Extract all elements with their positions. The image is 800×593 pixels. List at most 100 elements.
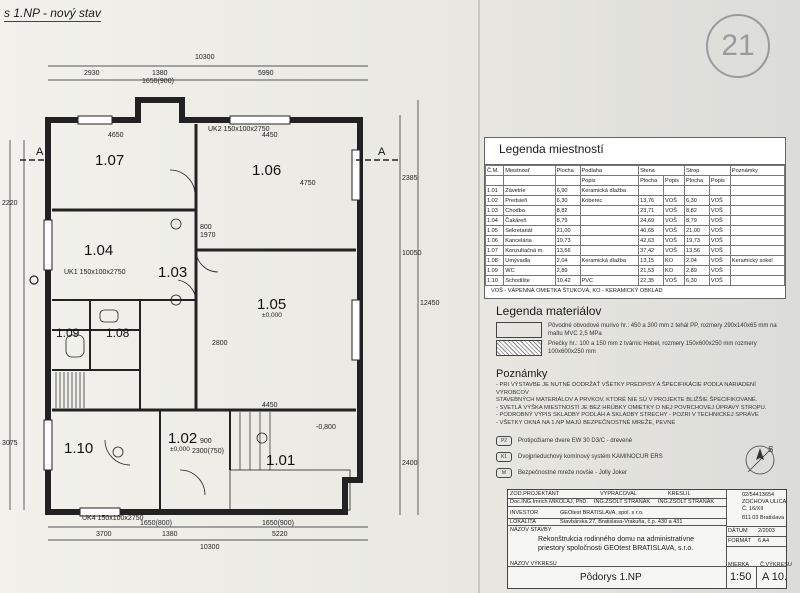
tb-vykres: Pôdorys 1.NP: [580, 572, 642, 583]
table-cell: [579, 205, 640, 216]
table-cell: Konzultačná m.: [503, 245, 556, 256]
symbol-text: Dvojprieduchový komínový systém KAMINOCU…: [518, 454, 663, 460]
symbol-text: Bezpečnostné mreže novšie - Jolly Joker: [518, 470, 628, 476]
room-1-05-level: ±0,000: [262, 312, 282, 319]
tb-investor-label: INVESTOR: [510, 510, 539, 516]
dim-bottom-e: 1650(900): [262, 520, 294, 527]
room-legend-note: VOŠ - VÁPENNÁ OMIETKA ŠTUKOVÁ, KO - KERA…: [491, 288, 663, 294]
table-cell: 1.05: [484, 225, 505, 236]
material-row: Pôvodné obvodové murivo hr.: 450 a 300 m…: [496, 322, 784, 338]
table-cell: VOŠ: [708, 195, 731, 206]
table-cell: VOŠ: [708, 235, 731, 246]
dim-left-a: 3075: [2, 440, 18, 447]
tb-street: ZOCHOVA ULICA: [742, 499, 787, 505]
tb-investor: GEOtest BRATISLAVA, spol. s r.o.: [560, 510, 644, 516]
table-cell: 1.09: [484, 265, 505, 276]
dim-top-d: 1650(900): [142, 78, 174, 85]
notes-title: Poznámky: [496, 368, 548, 380]
svg-text:S: S: [768, 445, 773, 454]
table-cell: Umývadla: [503, 255, 556, 266]
door-dim-b: 1970: [200, 232, 216, 239]
table-cell: [729, 185, 786, 196]
grille-icon: M: [496, 468, 512, 478]
header-cell: Stena: [638, 165, 686, 176]
table-cell: 8,82: [554, 205, 581, 216]
table-cell: Keramická dlažba: [579, 185, 640, 196]
notes-section: Poznámky - PRI VÝSTAVBE JE NUTNÉ DODRŽAŤ…: [496, 368, 786, 427]
table-cell: 22,35: [638, 275, 665, 286]
table-cell: 1.06: [484, 235, 505, 246]
dim-r105-h: 2800: [212, 340, 228, 347]
note-line: - PRI VÝSTAVBE JE NUTNÉ DODRŽAŤ VŠETKY P…: [496, 382, 756, 396]
symbol-fire-door: P2 Protipožiarne dvere EW 30 D3/C - dreve…: [496, 436, 632, 446]
note-line: STAVEBNÝCH MATERIÁLOV A PRVKOV, KTORÉ NI…: [496, 397, 758, 403]
chimney-icon: K1: [496, 452, 512, 462]
table-cell: VOŠ: [663, 275, 686, 286]
table-cell: 1.03: [484, 205, 505, 216]
tb-lokalita: Stavbárska 27, Bratislava-Vrakuňa, č.p. …: [560, 519, 683, 525]
table-cell: VOŠ: [708, 215, 731, 226]
dim-bottom-c: 5220: [272, 531, 288, 538]
tb-vypracoval: ING.ZSOLT STRAŇÁK: [594, 499, 651, 505]
note-line: - SVETLÁ VÝŠKA MIESTNOSTÍ JE BEZ HRÚBKY …: [496, 404, 767, 411]
table-cell: KO: [663, 265, 686, 276]
century21-logo: 21: [706, 14, 770, 78]
table-cell: Predsieň: [503, 195, 556, 206]
table-cell: 19,73: [554, 235, 581, 246]
north-arrow-icon: S: [745, 445, 775, 475]
table-cell: [729, 215, 786, 226]
tb-datum-label: DÁTUM: [728, 528, 748, 534]
room-legend: Legenda miestností Č.M. Miestnosť Plocha…: [484, 137, 786, 299]
dim-left-b: 2220: [2, 200, 18, 207]
dim-r106-w: 4450: [262, 132, 278, 139]
table-cell: [729, 265, 786, 276]
table-cell: 2,04: [554, 255, 581, 266]
section-marker-left: A: [36, 146, 44, 158]
table-cell: VOŠ: [663, 235, 686, 246]
tb-cislo-label: Č.VÝKRESU: [760, 562, 792, 568]
tb-vykres-label: NÁZOV VÝKRESU: [510, 561, 557, 567]
subheader-cell: Popis: [708, 175, 731, 186]
table-cell: 2,89: [554, 265, 581, 276]
tb-zod-label: ZOD.PROJEKTANT: [510, 491, 560, 497]
materials-title: Legenda materiálov: [496, 304, 602, 318]
table-cell: VOŠ: [708, 205, 731, 216]
dim-bottom-total: 10300: [200, 544, 220, 551]
tb-mierka: 1:50: [730, 571, 752, 583]
table-cell: [638, 185, 665, 196]
table-cell: WC: [503, 265, 556, 276]
table-cell: 8,79: [554, 215, 581, 226]
dim-r105-w: 4450: [262, 402, 278, 409]
table-cell: 1.02: [484, 195, 505, 206]
dim-r106-h: 4750: [300, 180, 316, 187]
floor-plan: [9, 65, 419, 541]
symbol-text: Protipožiarne dvere EW 30 D3/C - drevené: [518, 438, 633, 444]
window-label-uk2: UK2 150x100x2750: [208, 126, 270, 133]
dim-top-a: 2930: [84, 70, 100, 77]
table-cell: Keramická dlažba: [579, 255, 640, 266]
fire-door-icon: P2: [496, 436, 512, 446]
table-cell: [663, 185, 686, 196]
tb-num: Č. 16/XII: [742, 506, 764, 512]
room-legend-title: Legenda miestností: [485, 138, 785, 165]
tb-cislo: A 10.: [762, 571, 788, 583]
table-cell: 23,71: [638, 205, 665, 216]
sheet-title: s 1.NP - nový stav: [4, 6, 101, 22]
room-1-05: 1.05: [257, 296, 287, 313]
table-cell: Sekretariát: [503, 225, 556, 236]
table-cell: 2,04: [684, 255, 710, 266]
table-cell: 6,30: [684, 195, 710, 206]
table-cell: PVC: [579, 275, 640, 286]
door-dim-a: 800: [200, 224, 212, 231]
table-cell: Schodište: [503, 275, 556, 286]
table-cell: [729, 235, 786, 246]
room-1-10: 1.10: [64, 440, 94, 457]
tb-nazov-label: NÁZOV STAVBY: [510, 527, 552, 533]
masonry-swatch: [496, 322, 542, 338]
